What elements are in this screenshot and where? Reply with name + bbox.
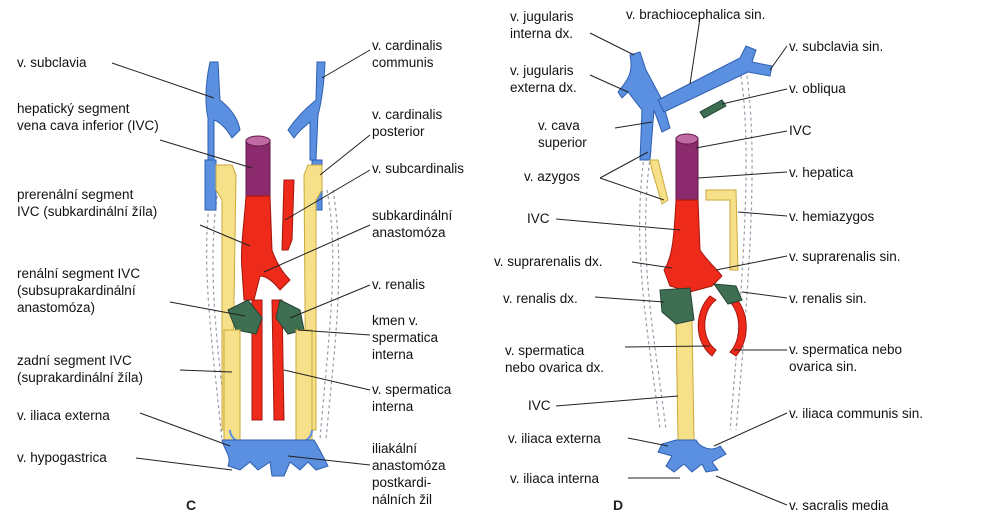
label-v-sacralis-media: v. sacralis media [789,497,889,514]
label-ivc-mid: IVC [527,210,550,227]
label-v-jugularis-externa: v. jugularis externa dx. [510,62,577,96]
panel-letter-d: D [613,497,623,513]
label-v-cardinalis-communis: v. cardinalis communis [372,37,442,71]
panel-letter-c: C [186,497,196,513]
label-v-iliaca-externa-c: v. iliaca externa [17,407,110,424]
label-v-hepatica: v. hepatica [789,164,853,181]
label-v-cava-superior: v. cava superior [538,117,587,151]
label-v-subclavia-sin: v. subclavia sin. [789,38,883,55]
label-ivc-low: IVC [528,397,551,414]
label-v-hypogastrica: v. hypogastrica [17,449,107,466]
label-v-spermatica-dx: v. spermatica nebo ovarica dx. [505,342,604,376]
label-v-iliaca-interna: v. iliaca interna [510,470,599,487]
label-prerenalni-segment: prerenální segment IVC (subkardinální ží… [17,186,157,220]
label-hepaticky-segment: hepatický segment vena cava inferior (IV… [17,100,159,134]
label-kmen-v-spermatica: kmen v. spermatica interna [372,312,438,363]
label-v-spermatica-sin: v. spermatica nebo ovarica sin. [789,341,902,375]
label-v-iliaca-externa-d: v. iliaca externa [508,430,601,447]
label-ivc-top: IVC [789,122,812,139]
label-v-azygos: v. azygos [524,168,580,185]
label-v-renalis-sin: v. renalis sin. [789,290,867,307]
label-v-jugularis-interna: v. jugularis interna dx. [510,8,574,42]
label-v-renalis-dx: v. renalis dx. [503,290,578,307]
label-v-brachiocephalica: v. brachiocephalica sin. [626,6,765,23]
label-v-obliqua: v. obliqua [789,80,846,97]
label-v-subcardinalis: v. subcardinalis [372,160,464,177]
label-v-suprarenalis-sin: v. suprarenalis sin. [789,248,901,265]
label-zadni-segment: zadní segment IVC (suprakardinální žíla) [17,352,143,386]
panel-d-illustration [618,46,772,472]
label-v-cardinalis-posterior: v. cardinalis posterior [372,106,442,140]
label-v-hemiazygos: v. hemiazygos [789,208,874,225]
label-v-subclavia: v. subclavia [17,54,87,71]
label-subkardinalni-anastomoza: subkardinální anastomóza [372,207,452,241]
label-renalni-segment: renální segment IVC (subsuprakardinální … [17,265,140,316]
label-v-suprarenalis-dx: v. suprarenalis dx. [494,253,603,270]
label-v-iliaca-communis-sin: v. iliaca communis sin. [789,405,923,422]
label-v-spermatica-interna: v. spermatica interna [372,381,451,415]
label-v-renalis: v. renalis [372,276,425,293]
label-iliakalni-anastomoza: iliakální anastomóza postkardi- nálních … [372,440,446,508]
